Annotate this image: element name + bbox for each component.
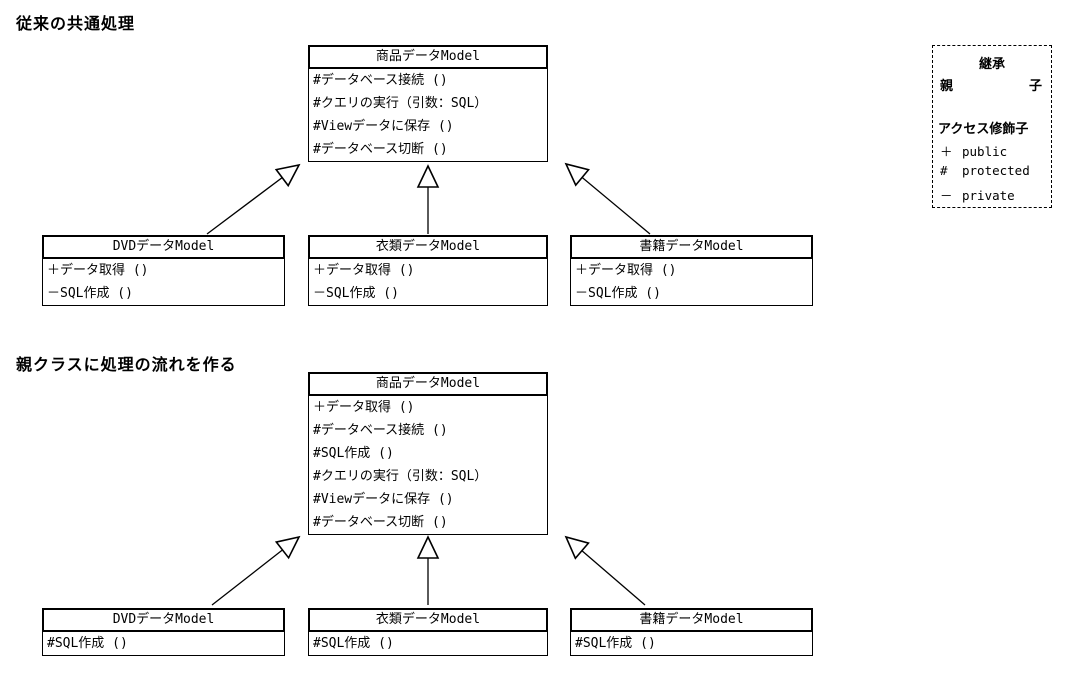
inheritance-arrow-d2-book	[564, 535, 646, 606]
class-name: 書籍データModel	[570, 608, 813, 632]
member-row: －SQL作成 ()	[575, 286, 661, 301]
member-row: ＋データ取得 ()	[313, 400, 415, 415]
class-members: #SQL作成 ()	[42, 632, 285, 656]
member-row: #Viewデータに保存 ()	[313, 119, 454, 134]
public-label: public	[962, 144, 1008, 159]
member-row: #データベース接続 ()	[313, 423, 448, 438]
class-members: #データベース接続 () #クエリの実行（引数：SQL） #Viewデータに保存 (…	[308, 69, 548, 162]
legend-access-item-protected: # protected	[940, 163, 1030, 178]
protected-label: protected	[962, 163, 1030, 178]
member-row: #SQL作成 ()	[47, 636, 128, 651]
class-members: ＋データ取得 () －SQL作成 ()	[570, 259, 813, 306]
class-box-d1-dvd: DVDデータModel ＋データ取得 () －SQL作成 ()	[42, 235, 285, 306]
class-members: ＋データ取得 () #データベース接続 () #SQL作成 () #クエリの実行（引数…	[308, 396, 548, 535]
class-members: #SQL作成 ()	[570, 632, 813, 656]
inheritance-arrow-d2-dvd	[211, 535, 301, 606]
member-row: ＋データ取得 ()	[575, 263, 677, 278]
section-title-traditional: 従来の共通処理	[16, 14, 136, 33]
member-row: #データベース接続 ()	[313, 73, 448, 88]
class-box-d1-clothing: 衣類データModel ＋データ取得 () －SQL作成 ()	[308, 235, 548, 306]
private-symbol: －	[940, 188, 953, 203]
member-row: #SQL作成 ()	[575, 636, 656, 651]
class-name: 衣類データModel	[308, 235, 548, 259]
legend-inheritance-label: 継承	[978, 57, 1005, 72]
legend-box: 継承 親 子 アクセス修飾子 ＋ public # protected － priva…	[932, 45, 1052, 208]
class-box-d2-dvd: DVDデータModel #SQL作成 ()	[42, 608, 285, 656]
member-row: #データベース切断 ()	[313, 515, 448, 530]
member-row: ＋データ取得 ()	[313, 263, 415, 278]
legend-access-item-private: － private	[940, 185, 1015, 204]
private-label: private	[962, 188, 1015, 203]
legend-access-item-public: ＋ public	[940, 141, 1007, 160]
class-name: 商品データModel	[308, 45, 548, 69]
class-box-d2-parent: 商品データModel ＋データ取得 () #データベース接続 () #SQL作成 (…	[308, 372, 548, 535]
member-row: #クエリの実行（引数：SQL）	[313, 96, 488, 111]
class-name: DVDデータModel	[42, 235, 285, 259]
class-members: ＋データ取得 () －SQL作成 ()	[42, 259, 285, 306]
legend-child-label: 子	[1028, 79, 1042, 94]
class-name: 商品データModel	[308, 372, 548, 396]
inheritance-arrow-d1-dvd	[206, 163, 301, 235]
class-members: ＋データ取得 () －SQL作成 ()	[308, 259, 548, 306]
class-name: 書籍データModel	[570, 235, 813, 259]
class-box-d1-book: 書籍データModel ＋データ取得 () －SQL作成 ()	[570, 235, 813, 306]
protected-symbol: #	[940, 163, 948, 178]
class-members: #SQL作成 ()	[308, 632, 548, 656]
member-row: ＋データ取得 ()	[47, 263, 149, 278]
member-row: #Viewデータに保存 ()	[313, 492, 454, 507]
member-row: #SQL作成 ()	[313, 446, 394, 461]
class-name: 衣類データModel	[308, 608, 548, 632]
class-box-d2-book: 書籍データModel #SQL作成 ()	[570, 608, 813, 656]
legend-parent-label: 親	[940, 79, 954, 94]
member-row: #SQL作成 ()	[313, 636, 394, 651]
section-title-parent-flow: 親クラスに処理の流れを作る	[16, 355, 237, 374]
class-box-d2-clothing: 衣類データModel #SQL作成 ()	[308, 608, 548, 656]
public-symbol: ＋	[940, 144, 953, 159]
member-row: －SQL作成 ()	[313, 286, 399, 301]
inheritance-arrow-d1-book	[564, 162, 651, 235]
member-row: －SQL作成 ()	[47, 286, 133, 301]
member-row: #クエリの実行（引数：SQL）	[313, 469, 488, 484]
class-name: DVDデータModel	[42, 608, 285, 632]
member-row: #データベース切断 ()	[313, 142, 448, 157]
legend-access-title: アクセス修飾子	[938, 122, 1029, 137]
class-box-d1-parent: 商品データModel #データベース接続 () #クエリの実行（引数：SQL） #V…	[308, 45, 548, 162]
